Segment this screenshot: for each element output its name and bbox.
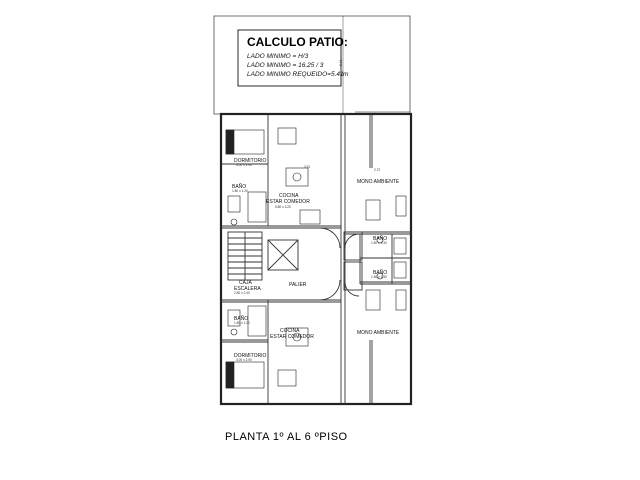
room-dorm-bot: DORMITORIO — [234, 353, 267, 359]
room-bano-top-dim: 1.80 x 1.20 — [232, 189, 248, 193]
room-dorm-top-dim: 3.00 x 2.90 — [236, 163, 252, 167]
calc-line-1: LADO MINIMO = H/3 — [247, 53, 309, 60]
calc-title: CALCULO PATIO: — [247, 35, 348, 49]
room-caja-dim: 2.80 x 2.40 — [234, 291, 250, 295]
plan-title: PLANTA 1º AL 6 ºPISO — [225, 431, 348, 443]
room-cocina-bot-1: COCINA — [280, 328, 300, 334]
calc-unit: m — [343, 71, 349, 78]
room-mono-bot: MONO AMBIENTE — [357, 330, 400, 336]
room-palier: PALIER — [289, 282, 307, 288]
room-bano-bot-dim: 1.80 x 1.20 — [234, 321, 250, 325]
calc-line-3: LADO MINIMO REQUEIDO=5.41 — [247, 71, 344, 78]
room-mono-top: MONO AMBIENTE — [357, 179, 400, 185]
room-cocina-bot-2: ESTAR COMEDOR — [270, 334, 314, 340]
room-bano-r2: BAÑO — [373, 269, 387, 276]
dim-a: 3.51 — [304, 165, 310, 169]
room-cocina-top-2: ESTAR COMEDOR — [266, 199, 310, 205]
elevator-shaft — [267, 239, 299, 271]
calc-box — [237, 29, 342, 87]
room-bano-r1-dim: 1.50 x 1.30 — [371, 241, 387, 245]
building-outline — [219, 112, 413, 406]
dim-b: 2.72 — [374, 168, 380, 172]
room-bano-r2-dim: 1.50 x 1.30 — [371, 275, 387, 279]
room-cocina-top-dim: 5.80 x 3.20 — [275, 205, 291, 209]
room-caja-1: CAJA — [239, 280, 252, 286]
room-caja-2: ESCALERA — [234, 286, 261, 292]
calc-dim: 5.41 — [339, 60, 343, 66]
room-dorm-top: DORMITORIO — [234, 158, 267, 164]
room-cocina-top-1: COCINA — [279, 193, 299, 199]
room-dorm-bot-dim: 3.00 x 2.90 — [236, 358, 252, 362]
room-bano-bot: BAÑO — [234, 315, 248, 322]
room-bano-r1: BAÑO — [373, 235, 387, 242]
calc-line-2: LADO MINIMO = 16.25 / 3 — [247, 62, 324, 69]
room-bano-top: BAÑO — [232, 183, 246, 190]
